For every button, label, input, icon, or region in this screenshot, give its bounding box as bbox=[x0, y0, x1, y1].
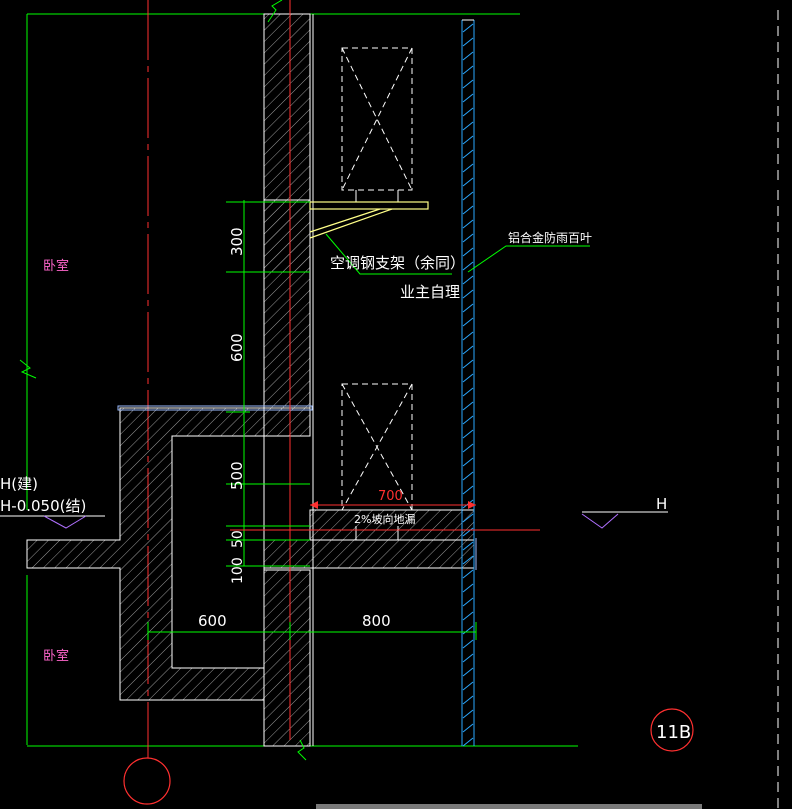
dim-700: 700 bbox=[378, 489, 403, 504]
louver-slat bbox=[462, 541, 474, 551]
louver-slat bbox=[462, 331, 474, 341]
bracket-note: 空调钢支架（余同） bbox=[330, 254, 465, 272]
louver-slat bbox=[462, 93, 474, 103]
louver-slat bbox=[462, 639, 474, 649]
louver-slat bbox=[462, 107, 474, 117]
dim-700-arrow-l bbox=[310, 501, 318, 509]
dim-100: 100 bbox=[230, 557, 246, 584]
louver-slat bbox=[462, 23, 474, 33]
level-struct-label: H-0.050(结) bbox=[0, 497, 86, 515]
louver-slat bbox=[462, 625, 474, 635]
leader-bracket bbox=[325, 233, 452, 275]
louver-slat bbox=[462, 513, 474, 523]
louver-slat bbox=[462, 51, 474, 61]
louver-slat bbox=[462, 527, 474, 537]
dim-600-horiz: 600 bbox=[198, 612, 227, 630]
grid-bubble bbox=[123, 757, 171, 805]
louver-slat bbox=[462, 345, 474, 355]
louver-slat bbox=[462, 65, 474, 75]
bottom-bar bbox=[316, 804, 702, 809]
room-label-upper: 卧室 bbox=[43, 258, 69, 274]
slab-outline bbox=[117, 405, 313, 411]
louver-slat bbox=[462, 415, 474, 425]
louver-slat bbox=[462, 597, 474, 607]
leader-louver bbox=[467, 245, 590, 273]
louver-slat bbox=[462, 555, 474, 565]
louver-slat bbox=[462, 205, 474, 215]
louver-slat bbox=[462, 373, 474, 383]
louver-slat bbox=[462, 233, 474, 243]
louver-slat bbox=[462, 569, 474, 579]
dim-800: 800 bbox=[362, 612, 391, 630]
dim-50: 50 bbox=[230, 530, 246, 548]
louver-slat bbox=[462, 653, 474, 663]
break-mark-top bbox=[267, 0, 283, 23]
louver-slat bbox=[462, 723, 474, 733]
louver-slat bbox=[462, 163, 474, 173]
louver-slat bbox=[462, 695, 474, 705]
louver-slat bbox=[462, 583, 474, 593]
louver-slat bbox=[462, 709, 474, 719]
lower-wall bbox=[263, 569, 311, 747]
louver-slat bbox=[462, 443, 474, 453]
louver-slat bbox=[462, 667, 474, 677]
louver-slats bbox=[462, 23, 474, 747]
louver-slat bbox=[462, 289, 474, 299]
dim-ticks bbox=[226, 201, 310, 567]
louver-slat bbox=[462, 681, 474, 691]
louver-slat bbox=[462, 611, 474, 621]
detail-number: 11B bbox=[656, 722, 691, 743]
level-left-tri bbox=[43, 515, 87, 529]
louver-slat bbox=[462, 121, 474, 131]
beam-upper bbox=[263, 199, 311, 273]
louver-slat bbox=[462, 737, 474, 747]
level-arch-label: H(建) bbox=[0, 475, 38, 493]
level-h-label: H bbox=[656, 495, 667, 513]
louver-slat bbox=[462, 457, 474, 467]
louver-slat bbox=[462, 275, 474, 285]
louver-slat bbox=[462, 429, 474, 439]
dim-500: 500 bbox=[228, 461, 246, 490]
break-mark-left bbox=[19, 359, 37, 379]
dim-300: 300 bbox=[228, 227, 246, 256]
break-mark-bottom bbox=[297, 739, 307, 761]
louver-slat bbox=[462, 37, 474, 47]
ac-unit-upper bbox=[341, 47, 413, 202]
louver-slat bbox=[462, 317, 474, 327]
louver-slat bbox=[462, 471, 474, 481]
floor-slab bbox=[263, 539, 475, 569]
louver-slat bbox=[462, 247, 474, 257]
room-label-lower: 卧室 bbox=[43, 648, 69, 664]
louver-slat bbox=[462, 177, 474, 187]
louver-slat bbox=[462, 79, 474, 89]
louver-slat bbox=[462, 219, 474, 229]
louver-slat bbox=[462, 191, 474, 201]
louver-slat bbox=[462, 149, 474, 159]
level-right-tri bbox=[581, 513, 619, 529]
ac-unit-lower bbox=[341, 383, 413, 540]
dim-600-vert: 600 bbox=[228, 333, 246, 362]
ac-bracket bbox=[309, 201, 429, 239]
owner-note: 业主自理 bbox=[400, 283, 460, 301]
louver-slat bbox=[462, 261, 474, 271]
dim-700-arrow-r bbox=[468, 501, 476, 509]
detail-circle bbox=[650, 708, 694, 752]
louver-slat bbox=[462, 359, 474, 369]
louver-note: 铝合金防雨百叶 bbox=[508, 230, 592, 245]
louver-slat bbox=[462, 387, 474, 397]
louver-slat bbox=[462, 135, 474, 145]
louver-slat bbox=[462, 485, 474, 495]
louver-slat bbox=[462, 303, 474, 313]
louver-slat bbox=[462, 401, 474, 411]
slope-note: 2%坡向地漏 bbox=[354, 512, 415, 526]
